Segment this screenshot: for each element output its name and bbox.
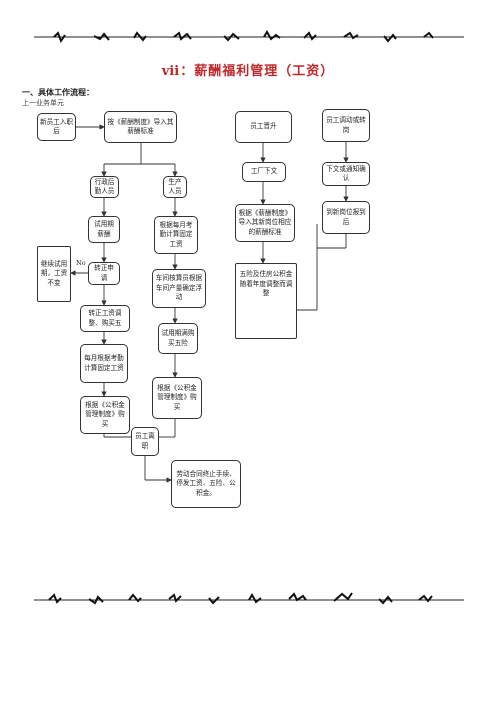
- page-title: ⅶ：薪酬福利管理（工资）: [161, 64, 335, 79]
- node-new-employee: 新员工入职后: [37, 113, 76, 141]
- node-transfer: 员工调动或转岗: [322, 109, 370, 142]
- no-branch-label: No: [76, 259, 86, 267]
- node-factory-notice: 工厂下文: [242, 162, 286, 182]
- node-resign: 员工离职: [131, 427, 159, 456]
- node-probation-insurance: 试用期满购买五险: [158, 323, 198, 354]
- node-prod-monthly: 根据每月考勤计算固定工资: [154, 216, 198, 254]
- node-regularization-adjust: 转正工资调整、购买五: [80, 305, 130, 332]
- node-report-new-post: 到新岗位报到后: [322, 201, 370, 234]
- node-promo-salary: 根据《薪酬制度》导入其新岗位相应的薪酬标准: [235, 204, 295, 242]
- node-insurance-adjust: 五险及住房公积金随着年度调整而调整: [235, 263, 297, 339]
- node-terminate: 劳动合同终止手续、停发工资、五险、公积金。: [171, 460, 241, 508]
- node-probation-salary: 试用期薪酬: [88, 216, 120, 243]
- footer-decorative-band: [34, 592, 464, 605]
- section-heading: 一、具体工作流程：: [22, 87, 94, 97]
- node-monthly-fixed: 每月根据考勤计算固定工资: [80, 344, 128, 383]
- node-continue-probation: 继续试用期，工资不变: [37, 246, 71, 302]
- header-decorative-band: [34, 30, 464, 44]
- node-admin-staff: 行政后勤人员: [90, 176, 119, 198]
- node-workshop-floating: 车间核算员根据车间产量确定浮动: [152, 269, 206, 308]
- node-regularization-apply: 转正申请: [88, 262, 120, 285]
- node-notice-confirm: 下文或通知确认: [322, 162, 370, 186]
- subtitle: 上一业务单元: [22, 99, 64, 107]
- node-salary-policy: 按《薪酬制度》导入其薪酬标准: [104, 111, 177, 143]
- node-production-staff: 生产人员: [163, 176, 187, 198]
- node-promotion: 员工晋升: [235, 111, 292, 143]
- node-fund-mid: 根据《公积金管理制度》购买: [152, 377, 202, 419]
- node-fund-left: 根据《公积金管理制度》购买: [80, 396, 130, 434]
